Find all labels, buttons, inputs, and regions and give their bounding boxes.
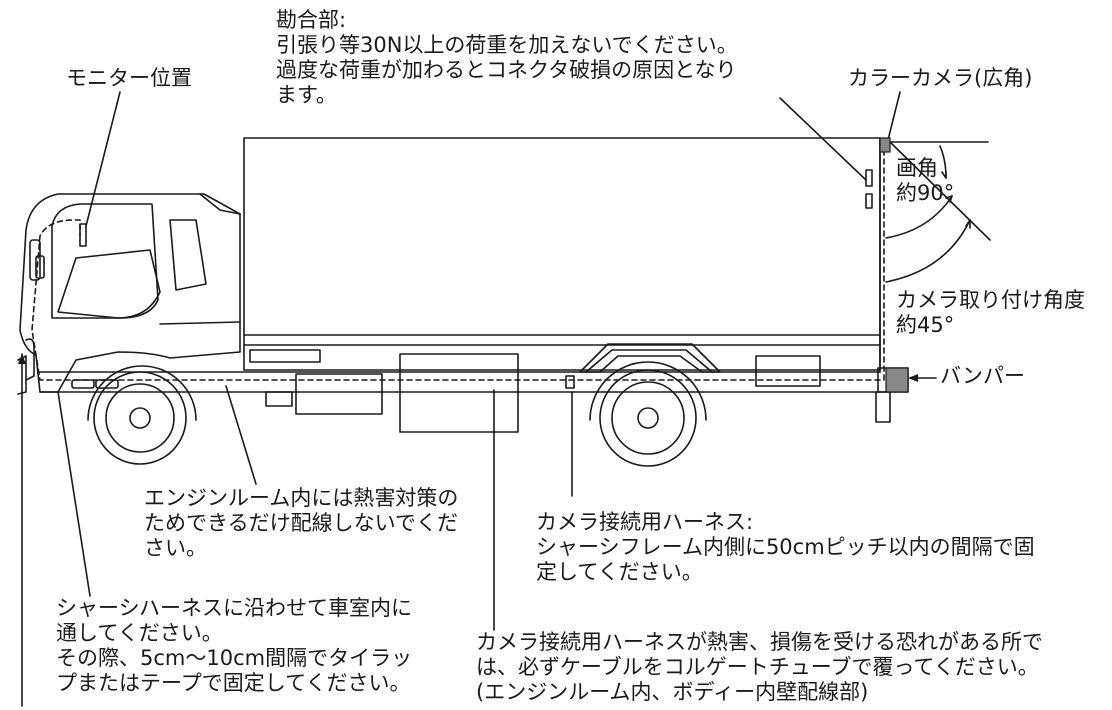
chassis-harness-note-line: その際、5cm〜10cm間隔でタイラッ (56, 646, 413, 670)
engine-room-note: エンジンルーム内には熱害対策の ためできるだけ配線しないでくだ さい。 (144, 486, 458, 561)
engine-room-note-line: エンジンルーム内には熱害対策の (144, 486, 459, 510)
front-wheel (87, 365, 197, 465)
heat-damage-note-line: (エンジンルーム内、ボディー内壁配線部) (476, 680, 869, 704)
leader-lines (21, 91, 937, 707)
bumper-arrowhead (908, 374, 918, 382)
view-angle-label: 画角 約90° (896, 156, 954, 206)
view-angle-indicator (885, 91, 991, 283)
connector-note: 勘合部: 引張り等30N以上の荷重を加えないでください。 過度な荷重が加わるとコ… (276, 8, 738, 108)
camera-harness-note-line: シャーシフレーム内側に50cmピッチ以内の間隔で固 (536, 535, 1035, 559)
connector-note-line: 過度な荷重が加わるとコネクタ破損の原因となり (276, 58, 737, 82)
rear-wheel (589, 361, 707, 467)
chassis-harness-note: シャーシハーネスに沿わせて車室内に 通してください。 その際、5cm〜10cm間… (56, 596, 412, 696)
engine-room-note-line: ためできるだけ配線しないでくだ (144, 511, 458, 535)
engine-room-note-line: さい。 (144, 536, 207, 560)
connector-lower (865, 193, 873, 209)
view-angle-label-line: 画角 (896, 156, 938, 180)
heat-damage-note-line: カメラ接続用ハーネスが熱害、損傷を受ける恐れがある所で (476, 630, 1043, 654)
mount-angle-label-value: 約45° (896, 313, 955, 337)
view-angle-label-value: 約90° (896, 181, 955, 205)
camera-leader-arrowhead (18, 354, 26, 364)
mount-angle-label-line: カメラ取り付け角度 (896, 288, 1085, 312)
connector-note-line: 引張り等30N以上の荷重を加えないでください。 (276, 33, 738, 57)
camera-harness-note: カメラ接続用ハーネス: シャーシフレーム内側に50cmピッチ以内の間隔で固 定し… (536, 510, 1035, 585)
chassis-harness-note-line: 通してください。 (56, 621, 223, 645)
heat-damage-note: カメラ接続用ハーネスが熱害、損傷を受ける恐れがある所で は、必ずケーブルをコルゲ… (476, 630, 1043, 705)
heat-damage-note-line: は、必ずケーブルをコルゲートチューブで覆ってください。 (476, 655, 1039, 679)
camera-harness-note-title: カメラ接続用ハーネス: (536, 510, 754, 534)
bumper-label: バンパー (940, 364, 1026, 388)
chassis-harness-note-line: プまたはテープで固定してください。 (56, 671, 411, 695)
connector-note-title: 勘合部: (276, 8, 347, 32)
mount-angle-label: カメラ取り付け角度 約45° (896, 288, 1085, 338)
color-camera (879, 137, 891, 153)
camera-harness-note-line: 定してください。 (536, 560, 703, 584)
connector-upper (865, 169, 873, 187)
connector-note-line: ます。 (276, 83, 337, 107)
camera-harness-route (31, 149, 885, 381)
bumper-shading (885, 367, 909, 393)
monitor-marker (79, 223, 87, 247)
monitor-position-label: モニター位置 (66, 66, 192, 90)
chassis-harness-note-line: シャーシハーネスに沿わせて車室内に (56, 596, 412, 620)
color-camera-label: カラーカメラ(広角) (848, 66, 1033, 90)
chassis-frame (39, 139, 909, 433)
